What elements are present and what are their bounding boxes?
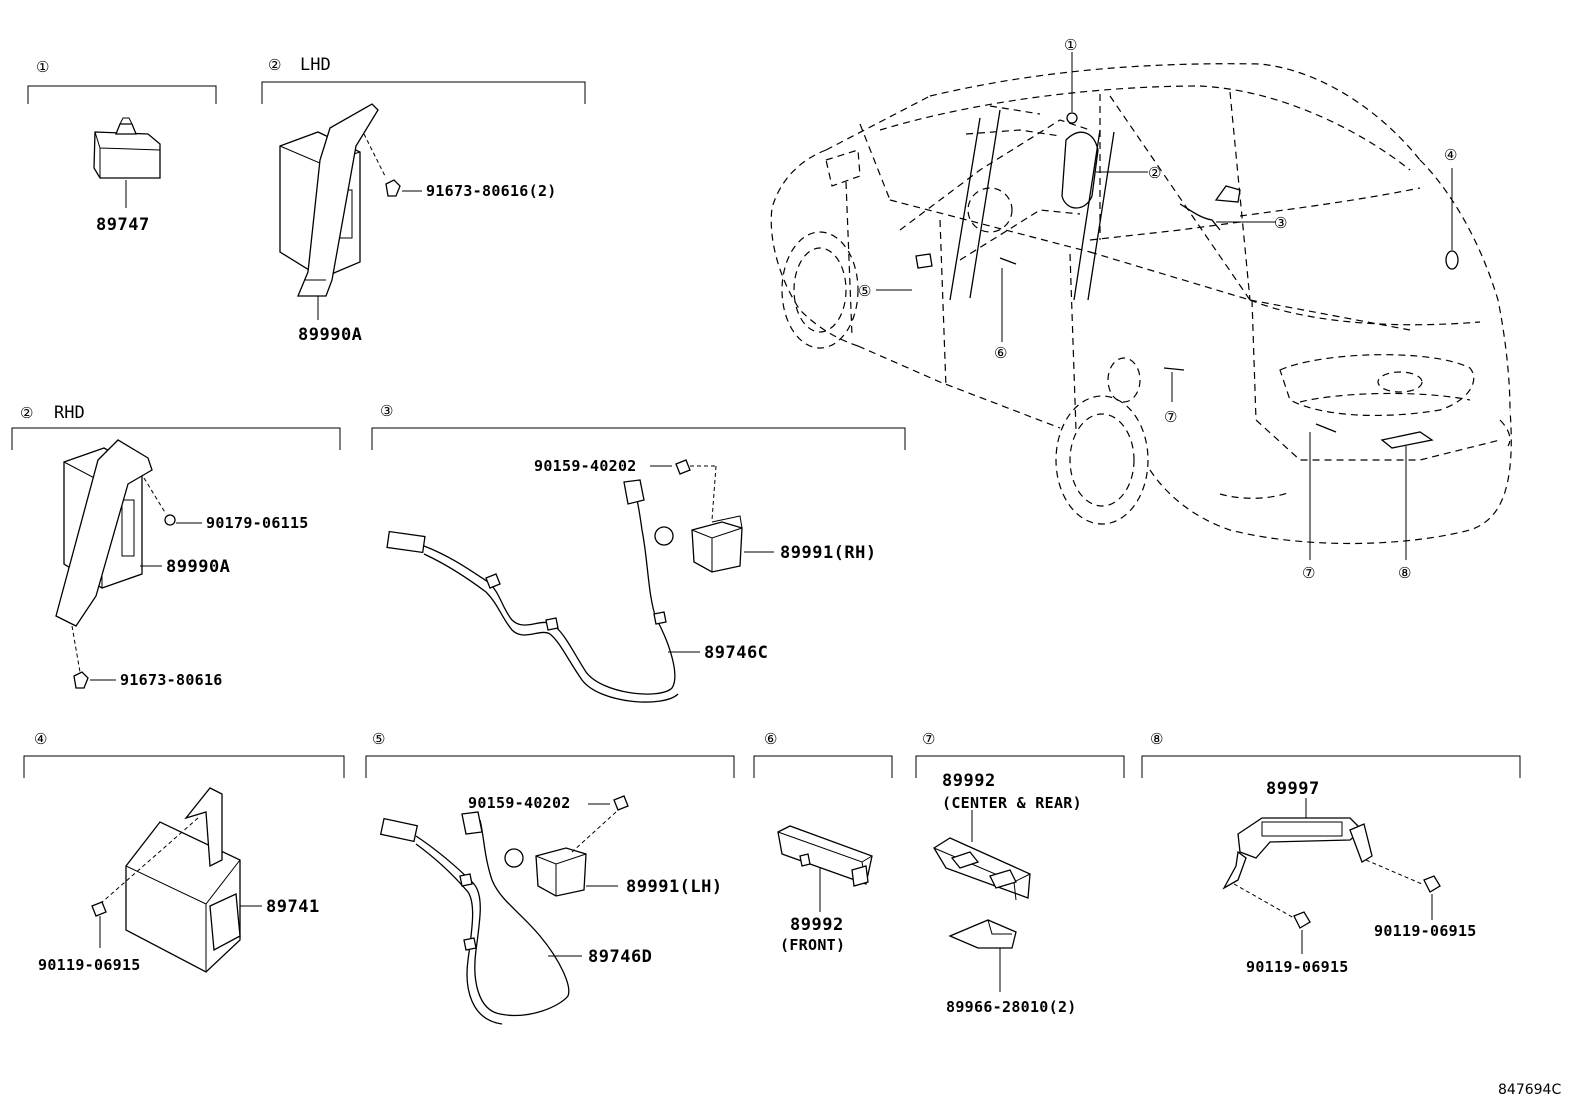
section-7-bracket bbox=[915, 755, 1125, 778]
bolt-90159-40202-rh-drawing bbox=[650, 459, 717, 521]
part-89992-front-label: 89992 bbox=[790, 915, 844, 935]
part-90159-40202-rh-label: 90159-40202 bbox=[534, 457, 637, 475]
sensor-89991-lh-drawing bbox=[535, 847, 618, 897]
harness-89746C-drawing bbox=[386, 479, 700, 703]
sensor-89997-drawing bbox=[1222, 798, 1441, 954]
section-2-lhd-number: ② bbox=[268, 56, 281, 74]
section-6: ⑥ 89992 (FRONT) bbox=[753, 730, 893, 954]
part-89992-center-rear-label: 89992 bbox=[942, 771, 996, 791]
section-2-rhd-number: ② bbox=[20, 404, 33, 422]
sensor-89991-rh-drawing bbox=[691, 515, 774, 573]
bolt-90159-40202-lh-drawing bbox=[571, 795, 629, 853]
section-4-number: ④ bbox=[34, 730, 47, 748]
part-90119-06915-s8b-label: 90119-06915 bbox=[1374, 922, 1477, 940]
vehicle-callout-8: ⑧ bbox=[1398, 564, 1411, 582]
section-2-rhd-header: RHD bbox=[54, 403, 85, 423]
vehicle-callout-7b: ⑦ bbox=[1302, 564, 1315, 582]
vehicle-callout-7a: ⑦ bbox=[1164, 408, 1177, 426]
part-90119-06915-s8a-label: 90119-06915 bbox=[1246, 958, 1349, 976]
part-89992-center-rear-sublabel: (CENTER & REAR) bbox=[942, 794, 1082, 812]
part-89746C-label: 89746C bbox=[704, 643, 768, 663]
harness-89746D-drawing bbox=[379, 811, 582, 1025]
section-6-bracket bbox=[753, 755, 893, 778]
part-89741-label: 89741 bbox=[266, 897, 320, 917]
section-2-rhd-bracket bbox=[11, 427, 341, 450]
vehicle-overview: ① ② ③ ④ ⑤ ⑥ ⑦ ⑦ ⑧ bbox=[770, 36, 1512, 582]
ecu-rhd-drawing bbox=[55, 439, 202, 689]
module-89741-drawing bbox=[91, 787, 262, 973]
vehicle-callout-4: ④ bbox=[1444, 146, 1457, 164]
section-1-number: ① bbox=[36, 58, 49, 76]
section-5-number: ⑤ bbox=[372, 730, 385, 748]
section-3-bracket bbox=[371, 427, 906, 450]
part-90179-06115-label: 90179-06115 bbox=[206, 514, 309, 532]
part-89991-lh-label: 89991(LH) bbox=[626, 877, 723, 897]
section-2-rhd: ② RHD 90179-06115 89990A 91673-80616 bbox=[11, 403, 341, 689]
part-91673-80616-label: 91673-80616 bbox=[120, 671, 223, 689]
vehicle-callout-2: ② bbox=[1148, 164, 1161, 182]
vehicle-callout-3: ③ bbox=[1274, 214, 1287, 232]
vehicle-callout-5: ⑤ bbox=[858, 282, 871, 300]
section-8-number: ⑧ bbox=[1150, 730, 1163, 748]
sensor-89747-drawing bbox=[93, 117, 161, 208]
section-3-number: ③ bbox=[380, 402, 393, 420]
part-89747-label: 89747 bbox=[96, 215, 150, 235]
part-90159-40202-lh-label: 90159-40202 bbox=[468, 794, 571, 812]
vehicle-callout-1: ① bbox=[1064, 36, 1077, 54]
diagram-code: 847694C bbox=[1498, 1082, 1561, 1098]
part-89966-28010-label: 89966-28010(2) bbox=[946, 998, 1077, 1016]
section-1: ① 89747 bbox=[27, 58, 217, 235]
part-89990A-rhd-label: 89990A bbox=[166, 557, 230, 577]
section-7-number: ⑦ bbox=[922, 730, 935, 748]
vehicle-callouts: ① ② ③ ④ ⑤ ⑥ ⑦ ⑦ ⑧ bbox=[858, 36, 1457, 582]
ecu-lhd-drawing bbox=[279, 103, 422, 320]
section-5: ⑤ 90159-40202 89991(LH) 89746D bbox=[365, 730, 735, 1025]
vehicle-outline bbox=[770, 63, 1512, 545]
part-89990A-lhd-label: 89990A bbox=[298, 325, 362, 345]
sensor-89992-center-rear-drawing bbox=[933, 810, 1031, 901]
section-8: ⑧ 89997 90119-06915 90119-06915 bbox=[1141, 730, 1521, 976]
section-1-bracket bbox=[27, 85, 217, 104]
part-89997-label: 89997 bbox=[1266, 779, 1320, 799]
sensor-89992-front-drawing bbox=[777, 825, 873, 912]
section-5-bracket bbox=[365, 755, 735, 778]
section-8-bracket bbox=[1141, 755, 1521, 778]
section-4: ④ 89741 90119-06915 bbox=[23, 730, 345, 974]
part-91673-80616-2-label: 91673-80616(2) bbox=[426, 182, 557, 200]
part-89992-front-sublabel: (FRONT) bbox=[780, 936, 845, 954]
section-4-bracket bbox=[23, 755, 345, 778]
part-89991-rh-label: 89991(RH) bbox=[780, 543, 877, 563]
section-3: ③ 90159-40202 89991(RH) 897 bbox=[371, 402, 906, 703]
section-2-lhd: ② LHD 91673-80616(2) 89990A bbox=[261, 55, 586, 345]
section-7: ⑦ 89992 (CENTER & REAR) 89966-28010(2) bbox=[915, 730, 1125, 1016]
vehicle-callout-6: ⑥ bbox=[994, 344, 1007, 362]
part-89746D-label: 89746D bbox=[588, 947, 652, 967]
section-6-number: ⑥ bbox=[764, 730, 777, 748]
part-90119-06915-s4-label: 90119-06915 bbox=[38, 956, 141, 974]
section-2-lhd-header: LHD bbox=[300, 55, 331, 75]
section-2-lhd-bracket bbox=[261, 81, 586, 104]
clip-89966-28010-drawing bbox=[948, 919, 1017, 992]
